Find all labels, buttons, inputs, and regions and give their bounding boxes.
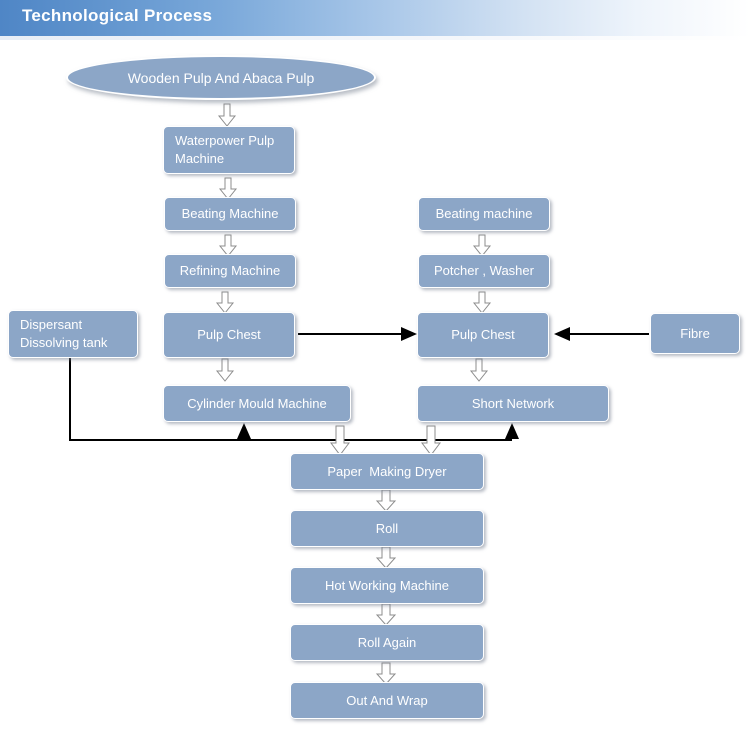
node-pulp-chest-left[interactable]: Pulp Chest bbox=[163, 312, 295, 358]
page-title: Technological Process bbox=[22, 6, 213, 25]
edge-potcher-to-pulp-chest-right bbox=[472, 291, 492, 314]
edge-start-to-waterpower bbox=[217, 103, 237, 127]
edge-short-network-to-paper-dryer bbox=[421, 425, 441, 456]
node-beating-machine-right[interactable]: Beating machine bbox=[418, 197, 550, 231]
edge-refining-to-pulp-chest-left bbox=[215, 291, 235, 314]
node-hot-working-machine[interactable]: Hot Working Machine bbox=[290, 567, 484, 604]
edge-roll-to-hot-working bbox=[375, 546, 397, 569]
edge-pulp-chest-left-to-cylinder bbox=[215, 358, 235, 382]
node-waterpower-pulp-machine[interactable]: Waterpower Pulp Machine bbox=[163, 126, 295, 174]
node-roll[interactable]: Roll bbox=[290, 510, 484, 547]
node-cylinder-mould-machine[interactable]: Cylinder Mould Machine bbox=[163, 385, 351, 422]
node-out-and-wrap[interactable]: Out And Wrap bbox=[290, 682, 484, 719]
edge-cylinder-to-paper-dryer bbox=[330, 425, 350, 456]
edge-fibre-to-pulp-chest-right bbox=[554, 327, 649, 341]
edge-waterpower-to-beating-left bbox=[218, 177, 238, 200]
edge-roll-again-to-out-and-wrap bbox=[375, 662, 397, 685]
header-banner bbox=[0, 0, 750, 36]
edge-beating-right-to-potcher bbox=[472, 234, 492, 257]
node-beating-machine-left[interactable]: Beating Machine bbox=[164, 197, 296, 231]
node-roll-again[interactable]: Roll Again bbox=[290, 624, 484, 661]
node-paper-making-dryer[interactable]: Paper Making Dryer bbox=[290, 453, 484, 490]
node-start-wooden-pulp-and-abaca-pulp[interactable]: Wooden Pulp And Abaca Pulp bbox=[66, 55, 376, 100]
edge-hot-working-to-roll-again bbox=[375, 603, 397, 626]
edge-paper-dryer-to-roll bbox=[375, 489, 397, 512]
node-fibre[interactable]: Fibre bbox=[650, 313, 740, 354]
node-pulp-chest-right[interactable]: Pulp Chest bbox=[417, 312, 549, 358]
edge-pulp-chest-left-to-right bbox=[298, 327, 417, 341]
node-short-network[interactable]: Short Network bbox=[417, 385, 609, 422]
node-dispersant-dissolving-tank[interactable]: Dispersant Dissolving tank bbox=[8, 310, 138, 358]
header-underline-divider bbox=[0, 36, 750, 40]
node-potcher-washer[interactable]: Potcher , Washer bbox=[418, 254, 550, 288]
edge-pulp-chest-right-to-short-network bbox=[469, 358, 489, 382]
edge-beating-left-to-refining bbox=[218, 234, 238, 257]
node-refining-machine[interactable]: Refining Machine bbox=[164, 254, 296, 288]
